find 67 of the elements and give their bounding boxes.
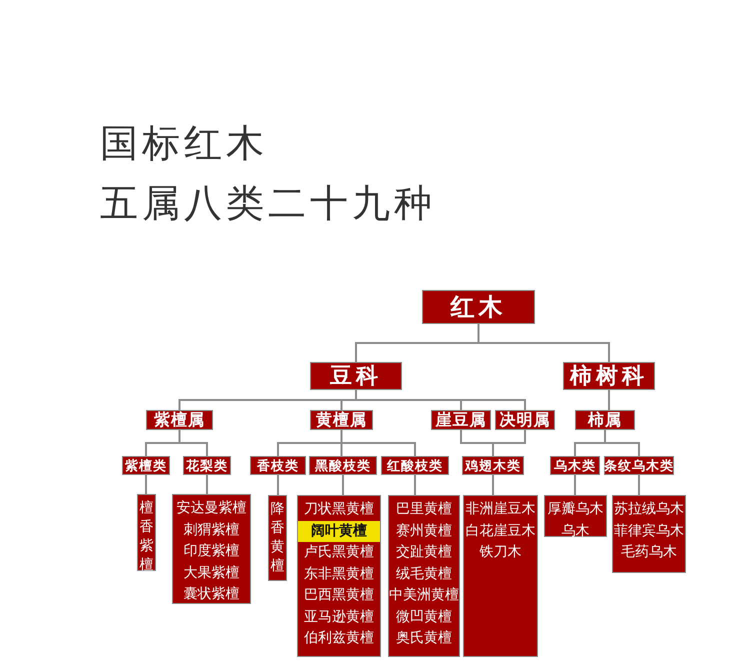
connector-line	[638, 475, 640, 495]
category-box: 条纹乌木类	[604, 456, 674, 475]
title: 国标红木	[100, 120, 268, 167]
species-name: 大果紫檀	[182, 564, 240, 582]
species-list-box	[268, 495, 287, 581]
species-name: 非洲崖豆木	[464, 500, 536, 519]
species-list-box	[172, 494, 251, 604]
category-box: 红木	[422, 290, 535, 324]
connector-line	[145, 475, 147, 494]
category-box: 红酸枝类	[381, 456, 449, 475]
species-name: 伯利兹黄檀	[303, 629, 375, 648]
category-box: 紫檀属	[146, 410, 213, 430]
species-name: 印度紫檀	[182, 542, 240, 561]
connector-line	[604, 430, 640, 456]
category-box: 黑酸枝类	[309, 456, 377, 475]
category-box: 乌木类	[550, 456, 600, 475]
species-name: 刀状黑黄檀	[303, 500, 375, 519]
connector-line	[355, 390, 526, 410]
species-name: 绒毛黄檀	[395, 564, 453, 584]
species-name: 微凹黄檀	[395, 608, 453, 626]
category-box: 柿属	[575, 410, 635, 430]
species-name: 乌木	[560, 522, 590, 540]
category-box: 崖豆属	[431, 410, 491, 430]
species-name: 巴里黄檀	[395, 500, 453, 519]
connector-line	[492, 430, 526, 456]
species-name: 亚马逊黄檀	[303, 608, 375, 626]
species-name: 苏拉绒乌木	[613, 500, 685, 519]
connector-line	[492, 475, 494, 495]
highlighted-species-name: 阔叶黄檀	[298, 520, 380, 542]
species-name: 毛药乌木	[620, 543, 678, 562]
species-name: 菲律宾乌木	[613, 522, 685, 540]
species-name: 赛州黄檀	[395, 522, 453, 540]
connector-line	[206, 475, 208, 494]
species-name: 檀香紫檀	[139, 499, 154, 575]
species-list-box	[388, 495, 460, 657]
connector-line	[277, 475, 279, 495]
species-list-box	[297, 495, 381, 657]
species-list-box	[544, 495, 607, 537]
connector-line	[414, 475, 416, 495]
category-box: 花梨类	[183, 456, 231, 475]
species-name: 巴西黑黄檀	[303, 586, 375, 605]
species-name: 交趾黄檀	[395, 543, 453, 562]
species-name: 奥氏黄檀	[395, 629, 453, 648]
category-box: 决明属	[495, 410, 555, 430]
category-box: 紫檀类	[122, 456, 170, 475]
category-box: 鸡翅木类	[462, 456, 524, 475]
species-name: 中美洲黄檀	[388, 586, 460, 605]
species-name: 铁刀木	[478, 543, 522, 562]
connector-line	[342, 475, 344, 495]
species-list-box	[463, 495, 538, 657]
species-list-box	[612, 495, 686, 573]
category-box: 柿树科	[563, 362, 655, 390]
species-name: 东非黑黄檀	[303, 564, 375, 584]
connector-line	[608, 390, 610, 410]
category-box: 黄檀属	[310, 410, 373, 430]
species-name: 降香黄檀	[270, 500, 285, 576]
species-name: 白花崖豆木	[464, 522, 536, 540]
category-box: 豆科	[310, 362, 402, 390]
subtitle: 五属八类二十九种	[100, 180, 436, 227]
species-name: 厚瓣乌木	[546, 500, 604, 519]
species-name: 囊状紫檀	[182, 585, 240, 604]
species-name: 卢氏黑黄檀	[303, 543, 375, 562]
species-name: 安达曼紫檀	[176, 499, 248, 518]
category-box: 香枝类	[250, 456, 306, 475]
connector-line	[574, 475, 576, 495]
species-name: 刺猬紫檀	[182, 520, 240, 540]
species-list-box	[137, 494, 156, 571]
